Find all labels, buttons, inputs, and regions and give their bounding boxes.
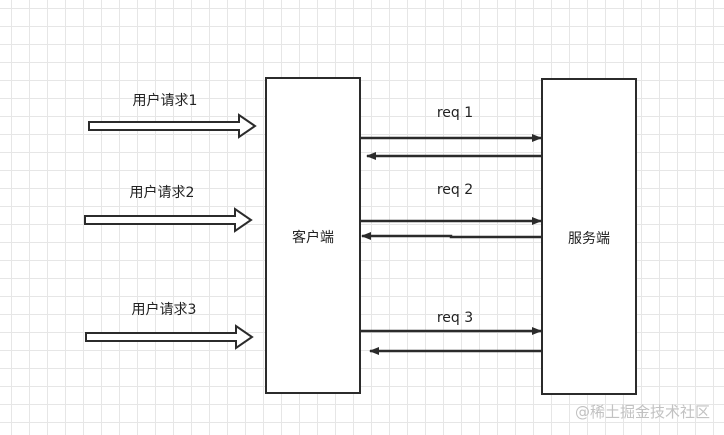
client-label: 客户端 bbox=[292, 229, 334, 246]
user-request-1[interactable]: 用户请求1 bbox=[88, 92, 257, 139]
block-arrow-icon bbox=[85, 324, 254, 350]
user-request-3[interactable]: 用户请求3 bbox=[85, 301, 254, 350]
client-box[interactable] bbox=[265, 77, 361, 394]
block-arrow-icon bbox=[84, 207, 253, 233]
request-1[interactable]: req 1 bbox=[361, 105, 542, 160]
user-request-2[interactable]: 用户请求2 bbox=[84, 184, 253, 233]
user-request-1-label: 用户请求1 bbox=[133, 92, 198, 109]
response-arrow bbox=[361, 232, 541, 240]
request-3-label: req 3 bbox=[437, 310, 473, 326]
watermark: @稀土掘金技术社区 bbox=[575, 403, 710, 421]
block-arrow-icon bbox=[88, 113, 257, 139]
user-request-3-label: 用户请求3 bbox=[132, 301, 197, 318]
request-2[interactable]: req 2 bbox=[361, 182, 542, 240]
user-request-2-label: 用户请求2 bbox=[130, 184, 195, 201]
request-3[interactable]: req 3 bbox=[361, 310, 542, 355]
client-node[interactable]: 客户端 bbox=[265, 77, 361, 394]
server-label: 服务端 bbox=[568, 231, 610, 247]
request-1-label: req 1 bbox=[437, 105, 473, 121]
server-box[interactable] bbox=[541, 78, 637, 395]
request-2-label: req 2 bbox=[437, 182, 473, 198]
server-node[interactable]: 服务端 bbox=[541, 78, 637, 395]
